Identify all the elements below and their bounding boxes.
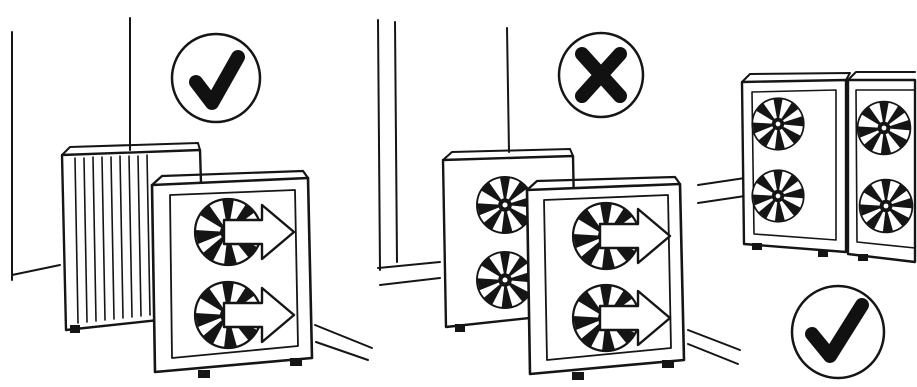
heat-pump-front-unit <box>152 171 312 378</box>
cross-icon <box>559 33 643 117</box>
heat-pump-unit-left <box>742 73 850 257</box>
fan-icon <box>752 170 803 221</box>
heat-pump-unit-right <box>848 72 915 262</box>
fan-icon <box>477 177 533 233</box>
panel-left <box>12 18 372 378</box>
fan-icon <box>860 180 913 233</box>
heat-pump-front-unit <box>527 177 684 380</box>
panel-middle <box>378 20 740 380</box>
check-icon <box>172 34 260 122</box>
panel-right <box>698 72 915 378</box>
fan-icon <box>477 252 533 308</box>
fan-icon <box>858 102 911 155</box>
check-icon <box>792 286 884 378</box>
wall-line-right <box>698 178 745 203</box>
fan-icon <box>752 98 803 149</box>
